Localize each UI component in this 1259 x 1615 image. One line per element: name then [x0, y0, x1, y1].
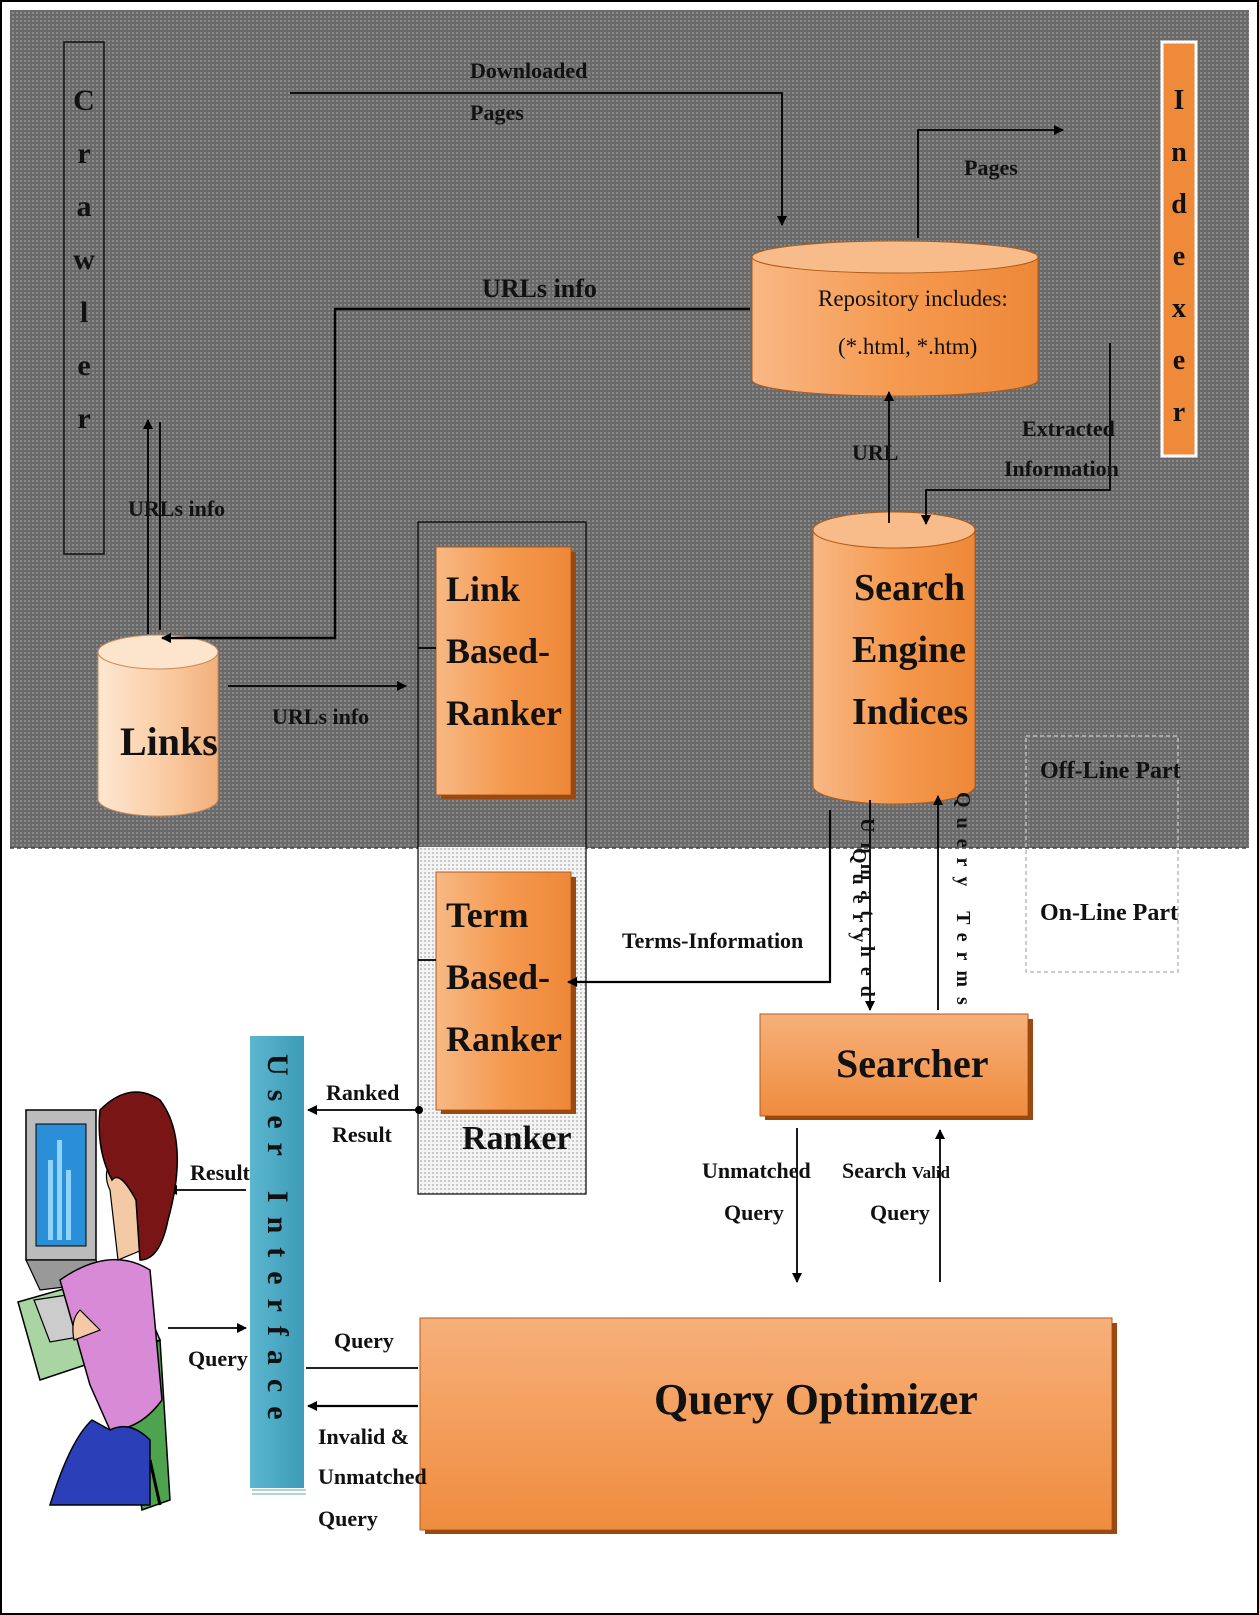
terms-information-label: Terms-Information [622, 928, 803, 954]
letter-1: r [77, 127, 90, 180]
ranker-label: Ranker [462, 1120, 572, 1158]
letter-5: e [1173, 335, 1185, 387]
letter-3: e [1173, 231, 1185, 283]
term-ranker-label-line3: Ranker [446, 1018, 562, 1060]
term-ranker-label-line1: Term [446, 894, 529, 936]
invalid-query-label-line3: Query [318, 1506, 378, 1532]
search-indices-label-line2: Engine [852, 628, 966, 672]
link-ranker-label-line1: Link [446, 568, 520, 610]
link-ranker-label-line2: Based- [446, 630, 550, 672]
letter-4: l [80, 286, 88, 339]
downloaded-pages-label-line1: Downloaded [470, 58, 587, 84]
query-terms-vertical-label: Query Terms [951, 792, 974, 1015]
urls-info-links-label: URLs info [272, 704, 369, 730]
letter-4: x [1172, 283, 1186, 335]
letter-2: a [77, 180, 92, 233]
ranked-result-label-line1: Ranked [326, 1080, 399, 1106]
letter-0: C [73, 74, 95, 127]
search-valid-query-label-line1: Search Valid [842, 1158, 950, 1184]
links-label: Links [120, 718, 218, 765]
invalid-query-label-line2: Unmatched [318, 1464, 427, 1490]
letter-0: I [1174, 75, 1185, 127]
term-ranker-label-line2: Based- [446, 956, 550, 998]
extracted-info-label-line1: Extracted [1022, 416, 1115, 442]
letter-2: d [1171, 179, 1187, 231]
search-valid-query-label-line2: Query [870, 1200, 930, 1226]
urls-info-left-label: URLs info [128, 496, 225, 522]
letter-1: n [1171, 127, 1187, 179]
letter-6: r [1173, 387, 1185, 439]
letter-5: e [77, 339, 90, 392]
ranked-result-label-line2: Result [332, 1122, 392, 1148]
query-optimizer-label: Query Optimizer [654, 1374, 978, 1425]
repository-label-line1: Repository includes: [818, 286, 1008, 312]
urls-info-bold-label: URLs info [482, 274, 597, 304]
result-label: Result [190, 1160, 250, 1186]
repository-cylinder [752, 241, 1038, 396]
repository-label-line2: (*.html, *.htm) [838, 334, 977, 360]
letter-3: w [73, 233, 95, 286]
link-ranker-label-line3: Ranker [446, 692, 562, 734]
downloaded-pages-label-line2: Pages [470, 100, 524, 126]
invalid-query-label-line1: Invalid & [318, 1424, 409, 1450]
unmatched-query-label-line1: Unmatched [702, 1158, 811, 1184]
offline-part-label: Off-Line Part [1040, 758, 1181, 785]
searcher-label: Searcher [836, 1040, 989, 1087]
search-indices-label-line3: Indices [852, 690, 968, 734]
extracted-info-label-line2: Information [1004, 456, 1119, 482]
query-person-label: Query [188, 1346, 248, 1372]
user-interface-label: User Interface [260, 1054, 294, 1434]
pages-label: Pages [964, 155, 1018, 181]
url-label: URL [852, 440, 898, 466]
unmatched-query-label-line2: Query [724, 1200, 784, 1226]
letter-6: r [77, 392, 90, 445]
query-ui-label: Query [334, 1328, 394, 1354]
online-part-label: On-Line Part [1040, 900, 1178, 927]
unmatched-query-vertical-line2: Query [847, 848, 870, 952]
search-indices-label-line1: Search [854, 566, 965, 610]
